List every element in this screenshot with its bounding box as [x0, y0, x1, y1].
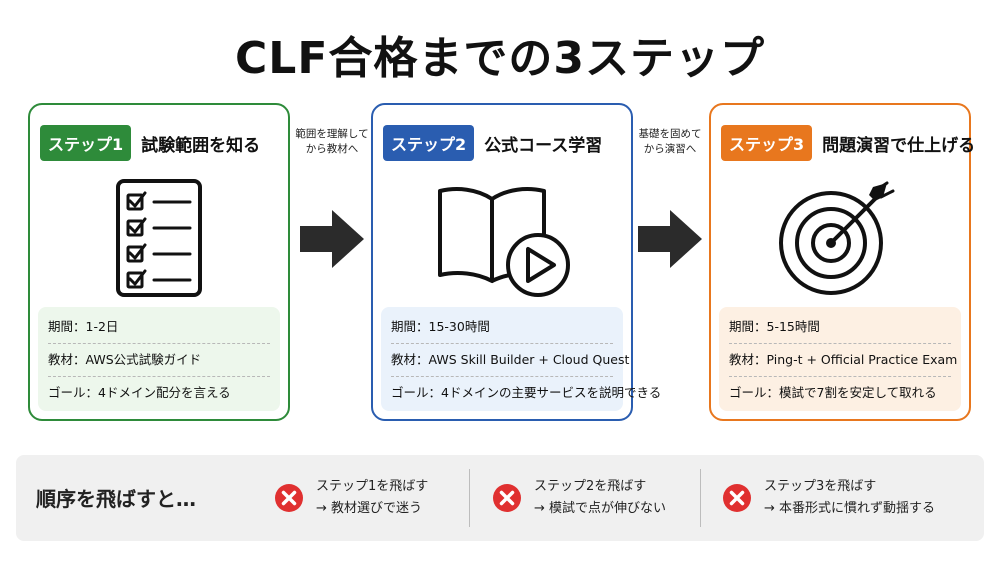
step-header: ステップ3 問題演習で仕上げる — [721, 125, 975, 161]
step-card-3: ステップ3 問題演習で仕上げる 期間：5-15時間 教材：Ping-t + Of… — [709, 103, 975, 421]
material-text: 教材：AWS Skill Builder + Cloud Quest — [391, 344, 629, 377]
step-info-box: 期間：5-15時間 教材：Ping-t + Official Practice … — [719, 307, 961, 411]
right-arrow-icon — [300, 210, 364, 268]
step-badge: ステップ3 — [721, 125, 813, 161]
skip-warning-title: 順序を飛ばすと… — [36, 487, 196, 511]
checklist-icon — [116, 178, 202, 297]
page-title: CLF合格までの3ステップ — [235, 33, 765, 84]
step-badge: ステップ1 — [40, 125, 132, 161]
error-x-icon — [275, 484, 303, 512]
error-x-icon — [493, 484, 521, 512]
period-text: 期間：5-15時間 — [729, 311, 951, 344]
right-arrow-icon — [638, 210, 702, 268]
step-header: ステップ1 試験範囲を知る — [40, 125, 285, 161]
step-card-2: ステップ2 公式コース学習 期間：15-30時間 教材：AWS Skill Bu… — [371, 103, 662, 421]
step-badge: ステップ2 — [383, 125, 475, 161]
material-text: 教材：AWS公式試験ガイド — [48, 344, 270, 377]
skip-result: → 模試で点が伸びない — [534, 501, 667, 516]
goal-text: ゴール：模試で7割を安定して取れる — [729, 385, 937, 400]
step-info-box: 期間：15-30時間 教材：AWS Skill Builder + Cloud … — [381, 307, 662, 411]
skip-heading: ステップ1を飛ばす — [316, 479, 429, 494]
step-title: 試験範囲を知る — [141, 135, 261, 156]
target-icon — [779, 181, 895, 295]
skip-item-1: ステップ1を飛ばす → 教材選びで迷う — [274, 469, 428, 527]
period-text: 期間：15-30時間 — [391, 311, 613, 344]
material-text: 教材：Ping-t + Official Practice Exam — [729, 344, 957, 377]
skip-heading: ステップ3を飛ばす — [764, 479, 877, 494]
arrow-note-1: 範囲を理解して から教材へ — [295, 128, 369, 155]
error-x-icon — [723, 484, 751, 512]
arrow-note-2: 基礎を固めて から演習へ — [638, 128, 702, 155]
divider — [469, 469, 470, 527]
step-title: 問題演習で仕上げる — [822, 135, 976, 156]
step-card-1: ステップ1 試験範囲を知る — [28, 103, 290, 421]
divider — [700, 469, 701, 527]
goal-text: ゴール：4ドメインの主要サービスを説明できる — [391, 385, 662, 400]
book-video-icon — [438, 186, 570, 297]
skip-item-2: ステップ2を飛ばす → 模試で点が伸びない — [492, 469, 666, 527]
step-header: ステップ2 公式コース学習 — [383, 125, 628, 161]
skip-warning-panel: 順序を飛ばすと… ステップ1を飛ばす → 教材選びで迷う ステップ2を飛ばす →… — [16, 455, 984, 541]
step-info-box: 期間：1-2日 教材：AWS公式試験ガイド ゴール：4ドメイン配分を言える — [38, 307, 280, 411]
skip-result: → 教材選びで迷う — [316, 501, 423, 516]
skip-heading: ステップ2を飛ばす — [534, 479, 647, 494]
step-title: 公式コース学習 — [484, 135, 603, 156]
skip-result: → 本番形式に慣れず動揺する — [764, 501, 936, 516]
goal-text: ゴール：4ドメイン配分を言える — [48, 385, 231, 400]
period-text: 期間：1-2日 — [48, 311, 270, 344]
skip-item-3: ステップ3を飛ばす → 本番形式に慣れず動揺する — [722, 469, 935, 527]
